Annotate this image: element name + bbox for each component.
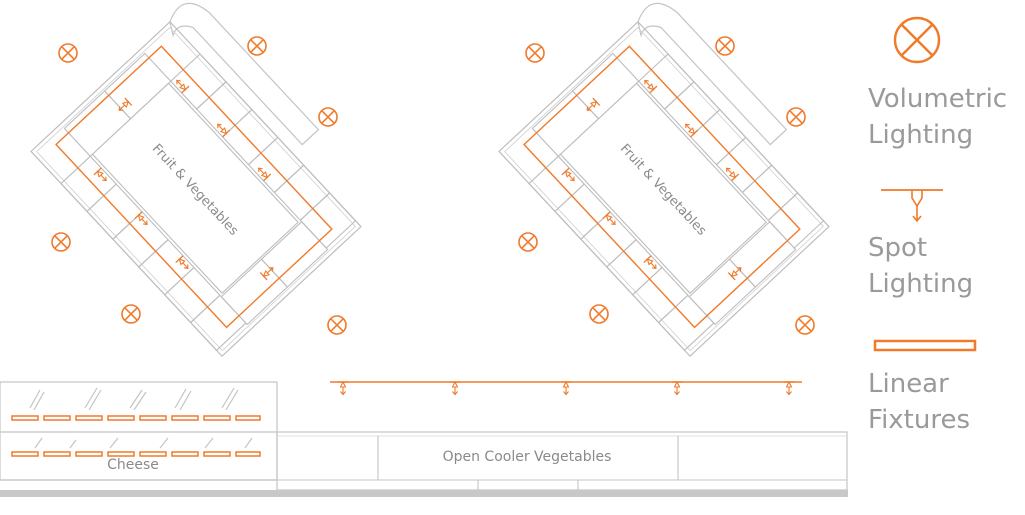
volumetric-light-icon [318, 107, 338, 127]
spot-light-icon [783, 381, 795, 396]
volumetric-light-icon [795, 315, 815, 335]
cooler-label: Open Cooler Vegetables [443, 449, 612, 465]
spot-light-icon [337, 381, 349, 396]
legend-linear-label: Linear Fixtures [868, 366, 970, 438]
volumetric-light-icon [525, 43, 545, 63]
spot-rail [330, 381, 802, 396]
island-left: Fruit & Vegetables [28, 0, 387, 356]
legend-spot-label: Spot Lighting [868, 230, 973, 302]
legend-volumetric-line1: Volumetric [868, 84, 1008, 114]
island-right: Fruit & Vegetables [496, 0, 855, 356]
legend-volumetric-line2: Lighting [868, 120, 974, 150]
volumetric-light-icon [786, 107, 806, 127]
volumetric-light-icon [715, 36, 735, 56]
volumetric-light-icon [247, 36, 267, 56]
spot-light-icon [560, 381, 572, 396]
volumetric-light-icon [589, 304, 609, 324]
floor-edge [0, 490, 848, 497]
cheese-counter: Cheese [0, 381, 278, 481]
volumetric-light-icon [58, 43, 78, 63]
linear-fixture-icon [873, 339, 977, 352]
volumetric-light-icon [51, 232, 71, 252]
legend-spot-line2: Lighting [868, 269, 974, 299]
spot-light-icon [881, 189, 943, 223]
cheese-label: Cheese [107, 457, 159, 473]
legend-linear-line2: Fixtures [868, 405, 971, 435]
spot-light-icon [449, 381, 461, 396]
open-cooler: Open Cooler Vegetables [276, 431, 848, 491]
volumetric-light-icon [518, 232, 538, 252]
spot-light-icon [671, 381, 683, 396]
linear-fixture-row [11, 415, 261, 457]
legend-linear-line1: Linear [868, 369, 949, 399]
volumetric-light-icon [121, 304, 141, 324]
legend-spot-line1: Spot [868, 233, 928, 263]
legend-volumetric-label: Volumetric Lighting [868, 81, 1007, 153]
volumetric-light-icon [327, 315, 347, 335]
volumetric-light-icon [893, 16, 941, 64]
